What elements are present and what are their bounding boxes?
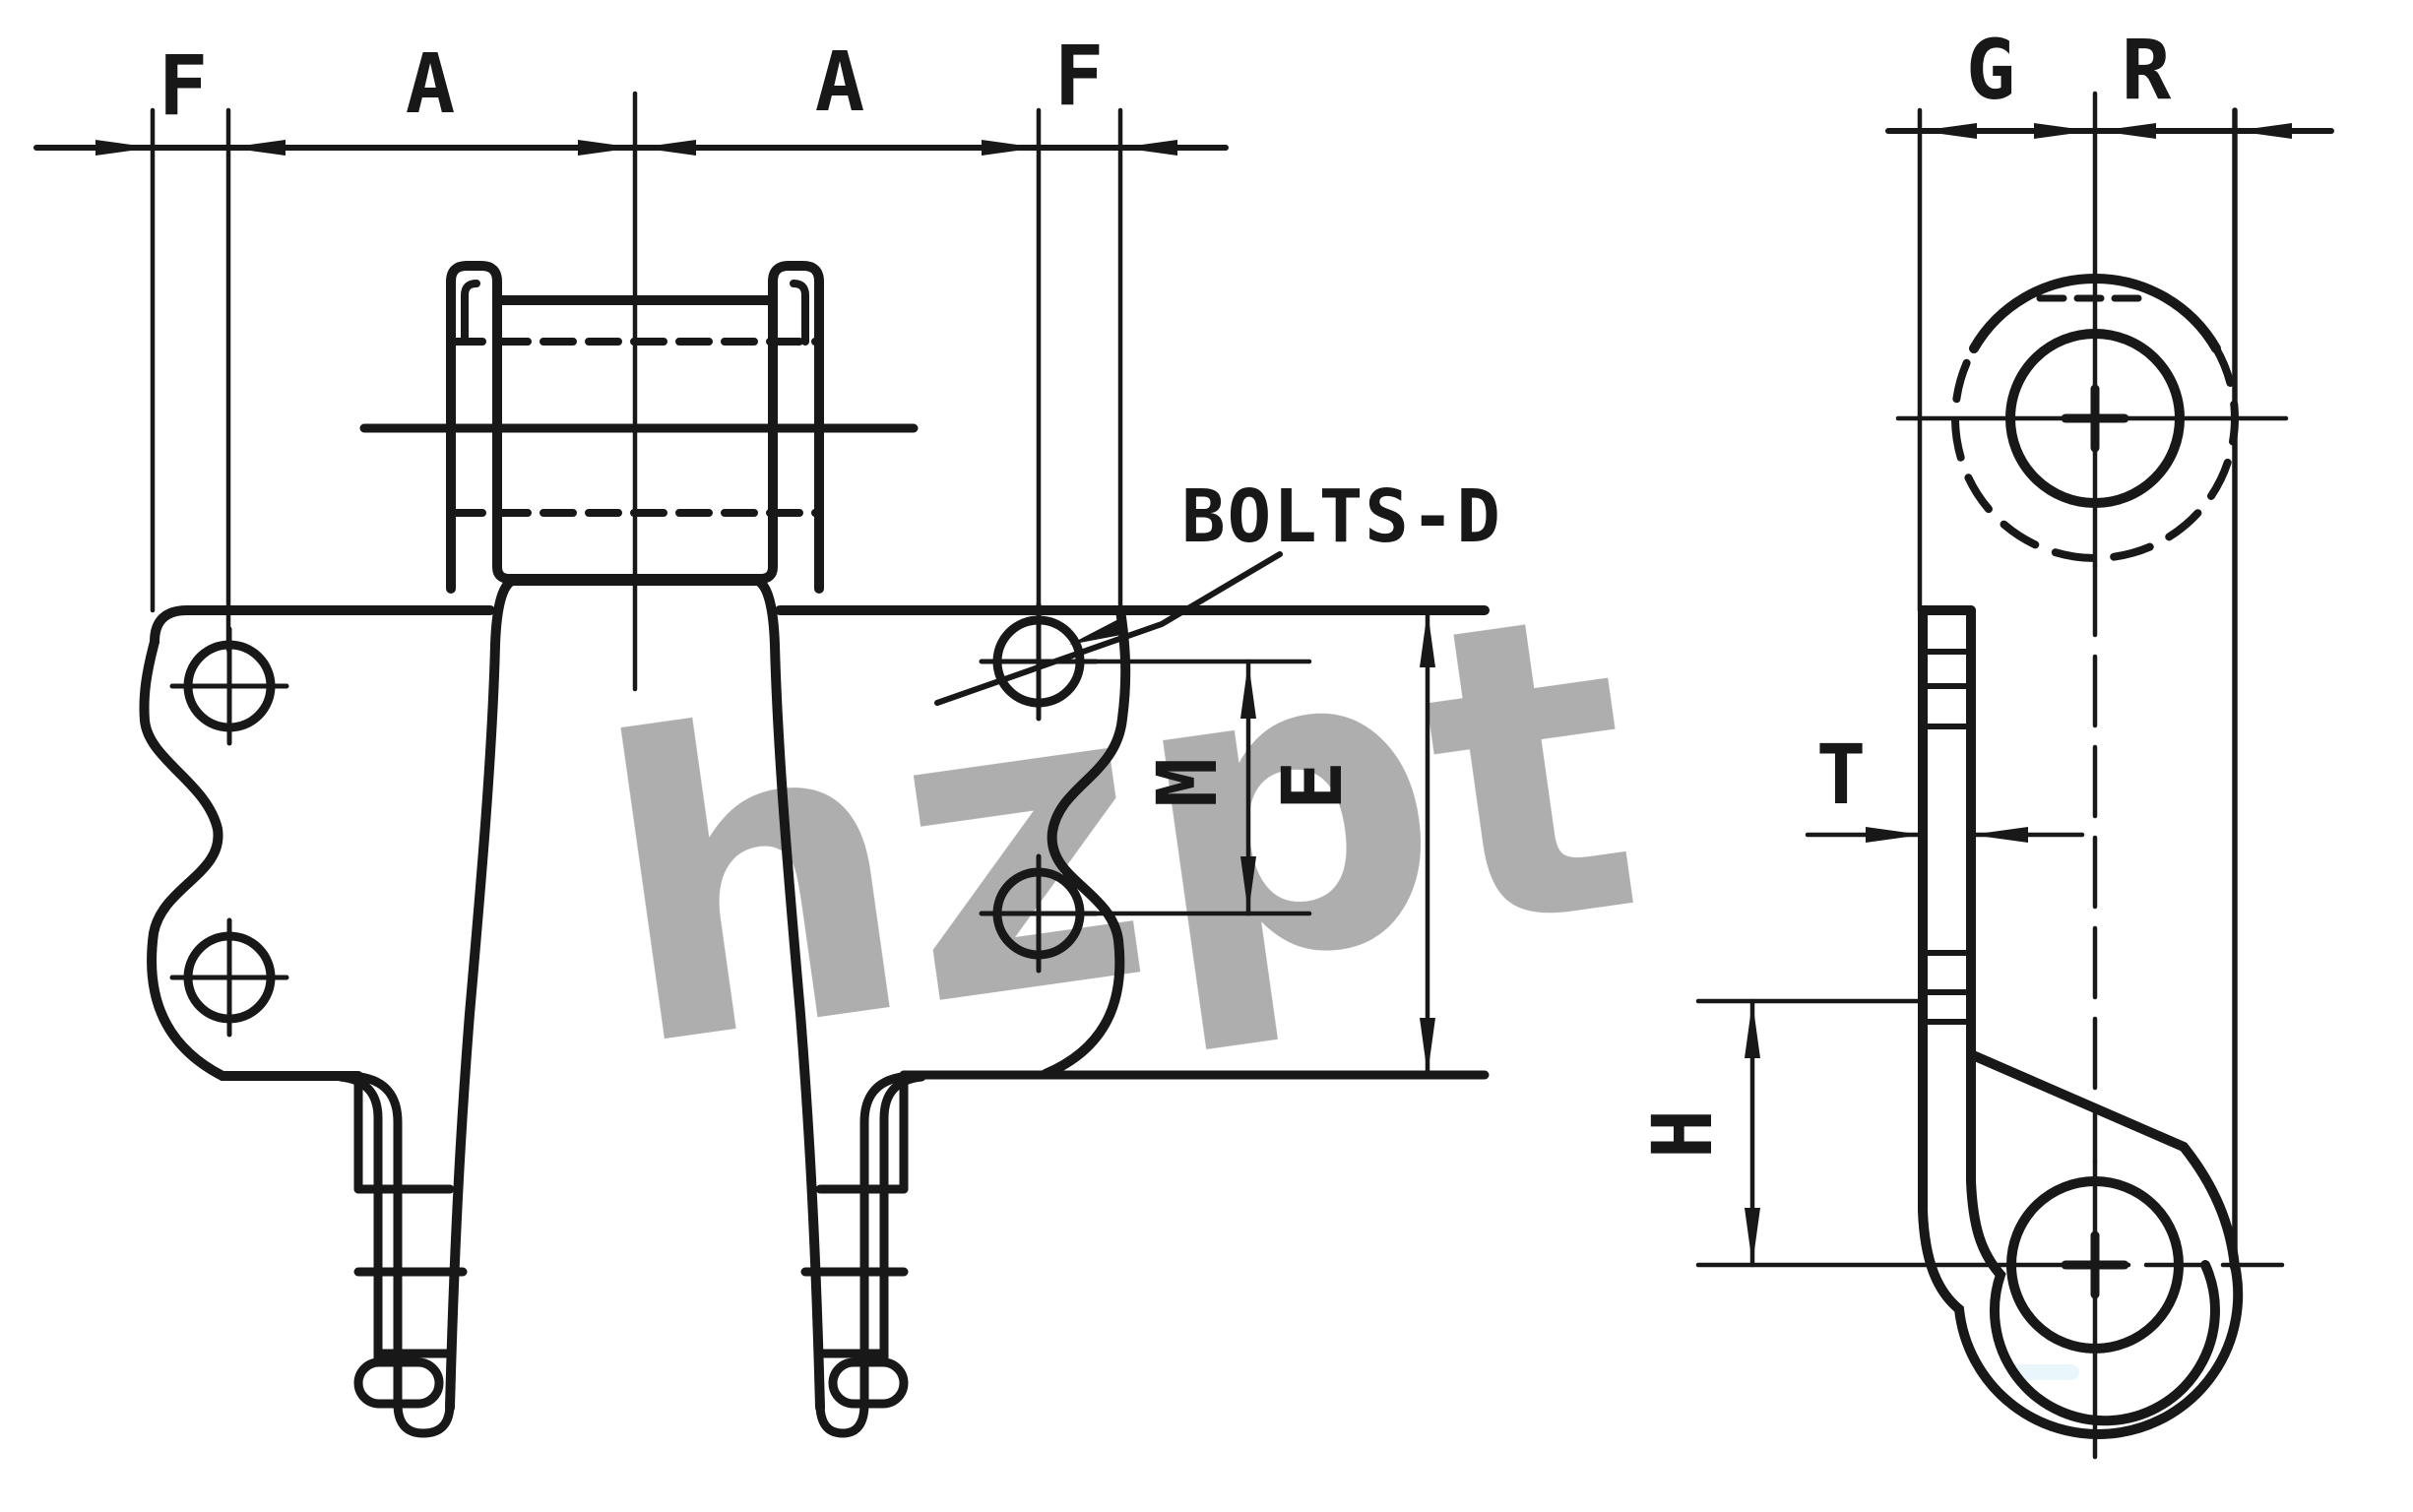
front-view xyxy=(33,91,1490,1438)
bolt-holes xyxy=(169,601,1099,1038)
bolt-hole-top-left xyxy=(169,626,289,746)
ring-outer-dashed-arc xyxy=(1951,345,2239,562)
plate-center-slot xyxy=(445,576,825,1413)
plate-top-edge-left xyxy=(150,605,495,647)
sidebar-break-ticks xyxy=(1920,649,1974,1025)
hook-outer-edge xyxy=(1918,1066,2244,1439)
saddle-right-post xyxy=(755,261,824,584)
label-f-left: F xyxy=(159,37,209,134)
top-barrel-ring xyxy=(1895,273,2289,562)
saddle-left-post xyxy=(446,261,515,584)
label-g: G xyxy=(1966,22,2016,118)
right-foot-tip xyxy=(815,1399,869,1438)
label-f-right: F xyxy=(1054,28,1105,124)
plate xyxy=(139,576,1490,1413)
dimension-top-faaf xyxy=(33,91,1229,692)
label-a-left: A xyxy=(406,35,456,132)
dimension-gr xyxy=(1885,107,2334,1270)
top-dim-arrowheads xyxy=(95,140,1177,156)
side-view xyxy=(1695,91,2334,1460)
sidebar-profile xyxy=(1918,605,1976,1076)
label-bolts-d: BOLTS-D xyxy=(1181,474,1502,559)
bolt-hole-bottom-left xyxy=(169,917,289,1038)
labels: F A A F G R T M E H BOLTS-D xyxy=(159,22,2172,1159)
label-r: R xyxy=(2122,22,2172,118)
label-a-right: A xyxy=(815,33,865,130)
plate-left-scallop xyxy=(139,637,363,1081)
left-foot-tip xyxy=(393,1399,455,1438)
label-t: T xyxy=(1816,726,1867,823)
label-h: H xyxy=(1634,1109,1731,1160)
leader-arrowhead xyxy=(1069,618,1126,645)
dimension-t xyxy=(1805,827,2085,843)
ring-outer-solid-arc xyxy=(1969,273,2221,353)
saddle xyxy=(359,261,919,594)
dimension-e xyxy=(1420,607,1435,1078)
watermark-smudge xyxy=(2008,1364,2079,1380)
hook-inner-edge xyxy=(1966,1066,2220,1426)
label-m: M xyxy=(1139,758,1236,808)
dimension-h xyxy=(1695,998,2285,1268)
plate-right-scallop xyxy=(1041,605,1131,1079)
dimension-m xyxy=(1078,659,1312,916)
left-leg xyxy=(336,1071,468,1438)
hook-gusset xyxy=(1968,1050,2240,1272)
bolts-callout-leader xyxy=(934,551,1283,706)
saddle-left-post-inner xyxy=(461,280,480,346)
legs xyxy=(336,1070,926,1438)
label-e: E xyxy=(1264,761,1361,811)
saddle-right-post-inner xyxy=(790,280,809,346)
right-leg xyxy=(800,1070,926,1438)
